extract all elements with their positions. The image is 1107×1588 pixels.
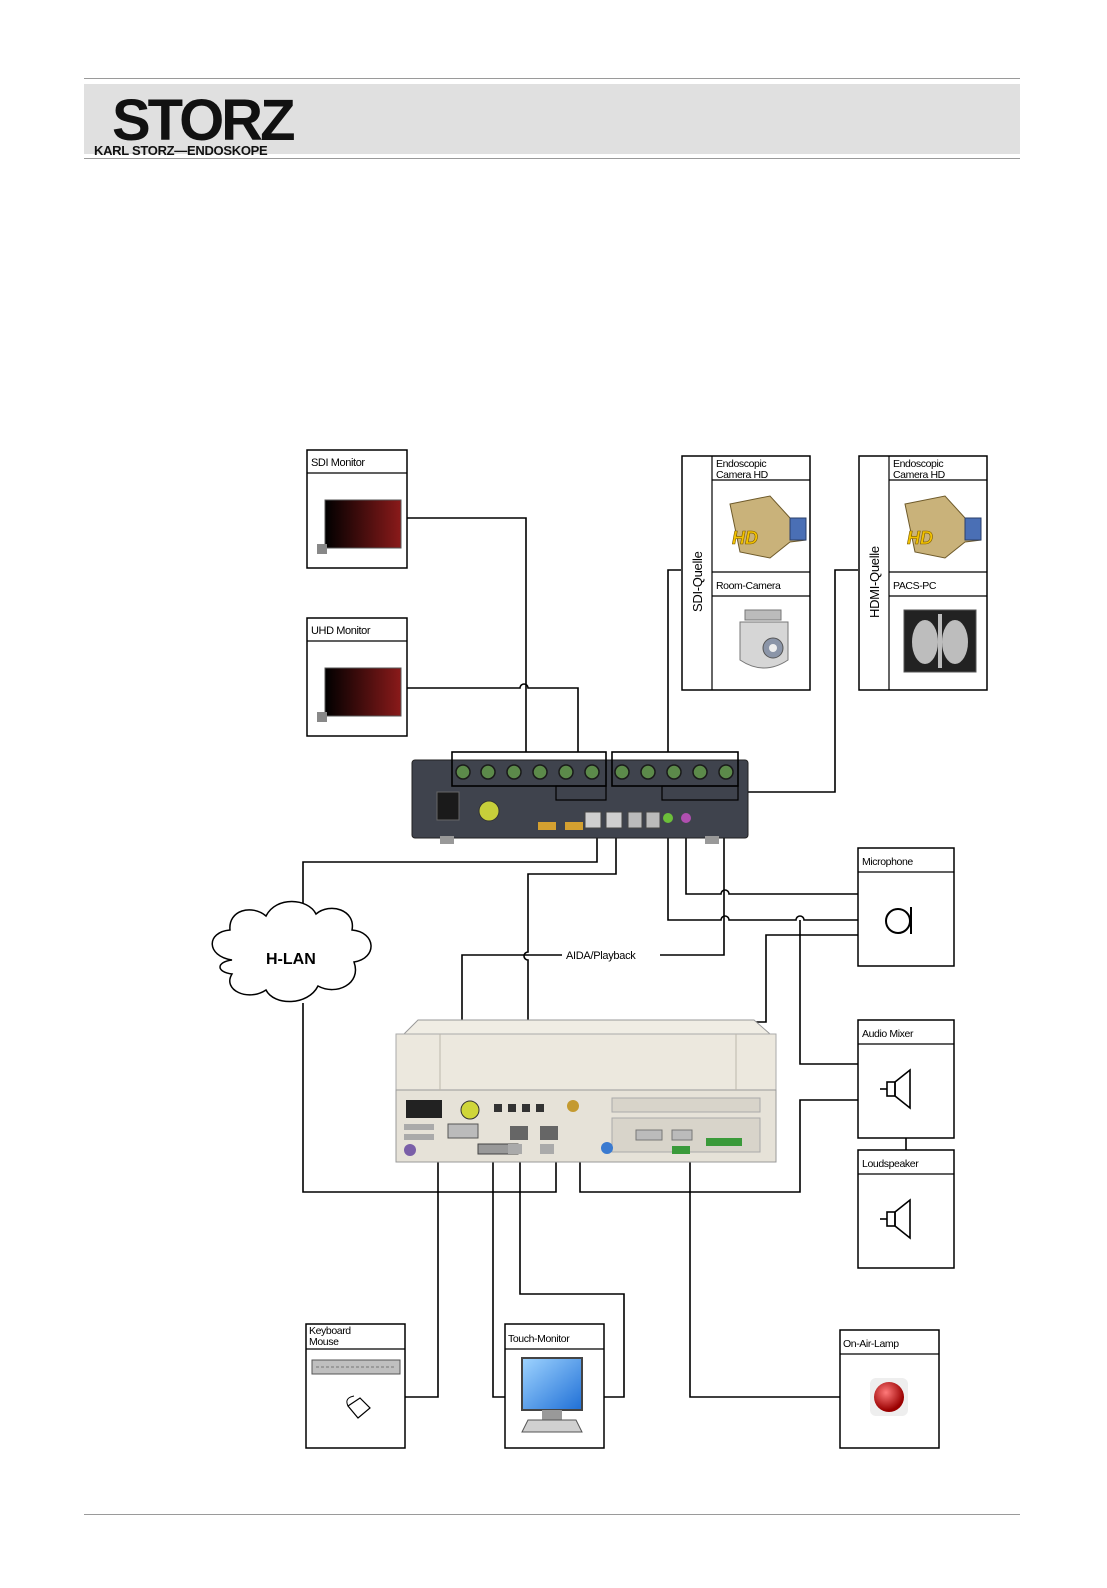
hdmi-source-label: HDMI-Quelle: [867, 546, 882, 618]
loudspeaker-label: Loudspeaker: [862, 1158, 919, 1170]
line-keyboard: [405, 1158, 438, 1397]
aida-playback-label: AIDA/Playback: [566, 950, 636, 962]
sdi-monitor-box: SDI Monitor: [307, 450, 407, 568]
loudspeaker-box: Loudspeaker: [858, 1150, 954, 1268]
audio-mixer-box: Audio Mixer: [858, 1020, 954, 1138]
line-on-air-lamp: [690, 1158, 840, 1397]
touch-monitor-icon: [522, 1358, 582, 1432]
sdi-monitor-label: SDI Monitor: [311, 457, 365, 469]
lamp-icon: [870, 1378, 908, 1416]
endoscopic-camera-label-2b: Camera HD: [893, 469, 946, 481]
keyboard-mouse-box: Keyboard Mouse: [306, 1324, 405, 1448]
uhd-monitor-box: UHD Monitor: [307, 618, 407, 736]
endoscopic-camera-label-1b: Camera HD: [716, 469, 769, 481]
video-router-unit: [412, 752, 748, 844]
microphone-label: Microphone: [862, 856, 913, 868]
sdi-source-label: SDI-Quelle: [690, 551, 705, 612]
room-camera-label: Room-Camera: [716, 580, 781, 592]
audio-mixer-label: Audio Mixer: [862, 1028, 914, 1040]
microphone-box: Microphone: [858, 848, 954, 966]
on-air-lamp-box: On-Air-Lamp: [840, 1330, 939, 1448]
hdmi-source-group: HDMI-Quelle Endoscopic Camera HD HD PACS…: [859, 456, 987, 690]
on-air-lamp-label: On-Air-Lamp: [843, 1338, 899, 1350]
hlan-label: H-LAN: [266, 951, 316, 968]
monitor-icon: [317, 500, 401, 554]
room-camera-icon: [740, 610, 788, 668]
line-microphone-1: [686, 836, 858, 894]
keyboard-icon: [312, 1360, 400, 1374]
uhd-monitor-label: UHD Monitor: [311, 625, 371, 637]
xray-icon: [904, 610, 976, 672]
touch-monitor-label: Touch-Monitor: [508, 1333, 570, 1345]
line-touch-monitor-1: [493, 1158, 505, 1397]
footer-rule: [84, 1514, 1020, 1515]
aida-workstation: [396, 1020, 776, 1162]
line-microphone-2: [668, 836, 858, 920]
touch-monitor-box: Touch-Monitor: [505, 1324, 604, 1448]
monitor-icon: [317, 668, 401, 722]
pacs-pc-label: PACS-PC: [893, 580, 937, 592]
sdi-source-group: SDI-Quelle Endoscopic Camera HD HD Room-…: [682, 456, 810, 690]
hd-badge: HD: [732, 528, 758, 548]
line-uhd-monitor: [407, 684, 578, 752]
hlan-cloud: H-LAN: [212, 902, 371, 1002]
keyboard-label-line2: Mouse: [309, 1336, 339, 1348]
line-sdi-monitor: [407, 518, 526, 752]
line-audio-mixer-1: [800, 920, 858, 1064]
hd-badge: HD: [907, 528, 933, 548]
line-sdi-source: [668, 570, 681, 752]
